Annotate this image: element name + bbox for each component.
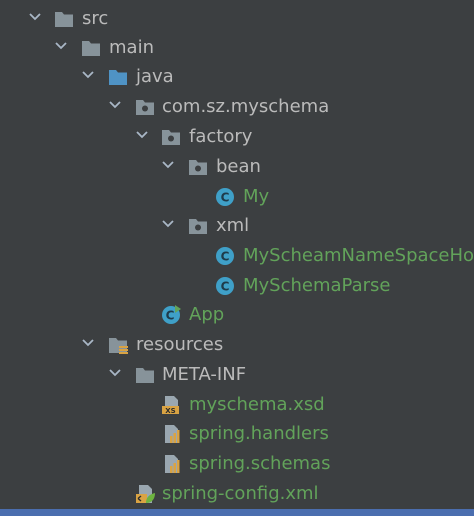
chevron-down-icon[interactable]: [160, 216, 176, 232]
tree-node-src[interactable]: src: [0, 4, 474, 34]
selection-bar: [0, 509, 474, 516]
tree-node-com-sz-myschema[interactable]: com.sz.myschema: [0, 92, 474, 122]
tree-node-spring-schemas[interactable]: spring.schemas: [0, 449, 474, 479]
tree-node-label: myschema.xsd: [189, 394, 325, 415]
tree-node-resources[interactable]: resources: [0, 330, 474, 360]
svg-text:C: C: [221, 280, 230, 294]
tree-node-app[interactable]: C App: [0, 300, 474, 330]
source-folder-icon: [109, 70, 127, 85]
package-icon: [189, 219, 207, 234]
tree-node-label: MyScheamNameSpaceHo: [243, 245, 474, 266]
tree-node-label: MySchemaParse: [243, 275, 391, 296]
chevron-down-icon[interactable]: [107, 97, 123, 113]
tree-node-xml[interactable]: xml: [0, 211, 474, 241]
package-icon: [162, 130, 180, 145]
tree-node-label: spring.schemas: [189, 453, 331, 474]
folder-icon: [55, 12, 73, 27]
tree-node-label: spring-config.xml: [162, 483, 319, 504]
svg-text:C: C: [221, 250, 230, 264]
svg-text:C: C: [166, 309, 175, 323]
class-icon: C: [216, 247, 234, 265]
chevron-down-icon[interactable]: [53, 38, 69, 54]
properties-file-icon: [165, 455, 180, 473]
tree-node-factory[interactable]: factory: [0, 122, 474, 152]
tree-node-spring-handlers[interactable]: spring.handlers: [0, 419, 474, 449]
tree-node-bean[interactable]: bean: [0, 152, 474, 182]
runnable-class-icon: C: [162, 305, 181, 324]
tree-node-label: src: [82, 8, 109, 29]
tree-node-spring-config-xml[interactable]: spring-config.xml: [0, 479, 474, 509]
tree-node-main[interactable]: main: [0, 33, 474, 63]
tree-node-label: App: [189, 304, 225, 325]
chevron-down-icon[interactable]: [160, 157, 176, 173]
tree-node-label: main: [109, 37, 154, 58]
tree-node-label: java: [136, 66, 174, 87]
package-icon: [189, 160, 207, 175]
tree-node-myschema-xsd[interactable]: XS myschema.xsd: [0, 390, 474, 420]
class-icon: C: [216, 188, 234, 206]
chevron-down-icon[interactable]: [134, 127, 150, 143]
class-icon: C: [216, 277, 234, 295]
spring-xml-icon: [136, 485, 155, 503]
tree-node-java[interactable]: java: [0, 62, 474, 92]
tree-node-label: xml: [216, 215, 250, 236]
chevron-down-icon[interactable]: [80, 335, 96, 351]
tree-node-my[interactable]: C My: [0, 182, 474, 212]
tree-node-label: spring.handlers: [189, 423, 329, 444]
tree-node-label: resources: [136, 334, 224, 355]
svg-text:XS: XS: [165, 407, 175, 415]
svg-text:C: C: [221, 191, 230, 205]
tree-node-myschemaparse[interactable]: C MySchemaParse: [0, 271, 474, 301]
tree-node-label: My: [243, 186, 270, 207]
properties-file-icon: [165, 425, 180, 443]
chevron-down-icon[interactable]: [107, 365, 123, 381]
tree-node-label: factory: [189, 126, 253, 147]
tree-node-myscheamnamespaceho[interactable]: C MyScheamNameSpaceHo: [0, 241, 474, 271]
tree-node-label: bean: [216, 156, 261, 177]
resources-folder-icon: [109, 338, 128, 354]
package-icon: [136, 100, 154, 115]
folder-icon: [136, 368, 154, 383]
tree-node-label: com.sz.myschema: [162, 96, 330, 117]
tree-node-label: META-INF: [162, 364, 247, 385]
folder-icon: [82, 41, 100, 56]
tree-node-meta-inf[interactable]: META-INF: [0, 360, 474, 390]
xsd-file-icon: XS: [162, 396, 179, 415]
chevron-down-icon[interactable]: [80, 67, 96, 83]
chevron-down-icon[interactable]: [27, 9, 43, 25]
